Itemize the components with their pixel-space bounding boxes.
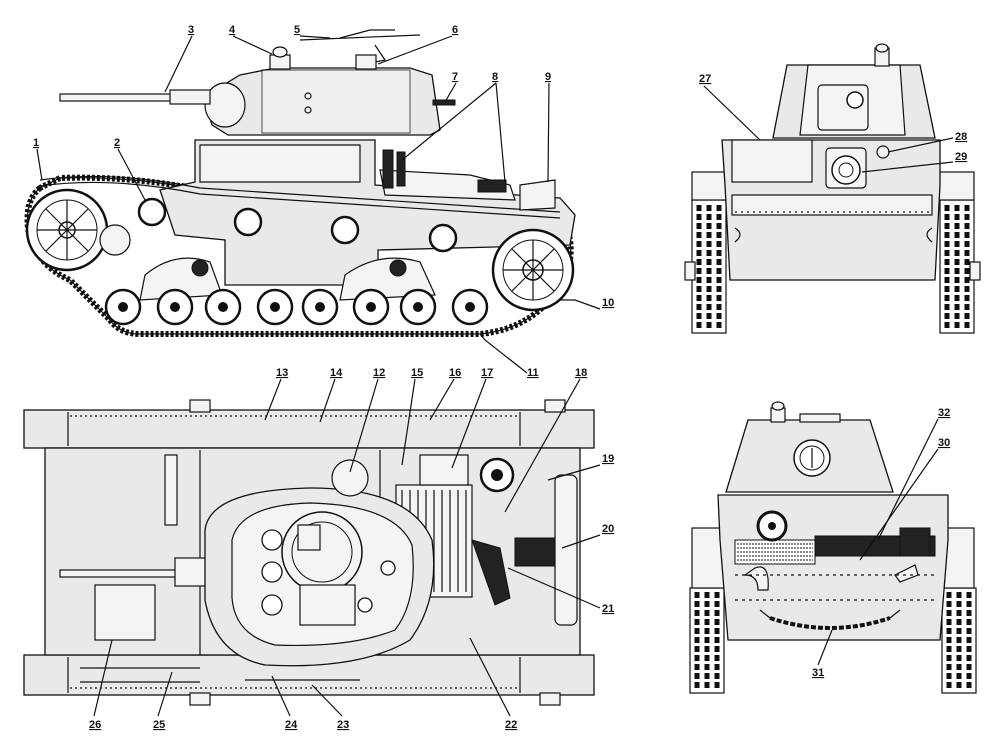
callout-16: 16 xyxy=(449,367,461,379)
front-left-track xyxy=(691,199,727,334)
top-view xyxy=(23,399,595,706)
callout-18: 18 xyxy=(575,367,587,379)
top-upper-track xyxy=(23,409,595,449)
callout-26: 26 xyxy=(89,719,101,731)
callout-11: 11 xyxy=(527,367,539,379)
callout-3: 3 xyxy=(188,24,194,36)
callout-28: 28 xyxy=(955,131,967,143)
callout-32: 32 xyxy=(938,407,950,419)
towing-chain xyxy=(769,616,891,630)
callout-7: 7 xyxy=(452,71,458,83)
callout-23: 23 xyxy=(337,719,349,731)
callout-19: 19 xyxy=(602,453,614,465)
callout-15: 15 xyxy=(411,367,423,379)
callout-17: 17 xyxy=(481,367,493,379)
callout-24: 24 xyxy=(285,719,298,731)
rear-view xyxy=(689,401,977,694)
callout-27: 27 xyxy=(699,73,711,85)
callout-25: 25 xyxy=(153,719,165,731)
side-view xyxy=(24,29,576,337)
callout-22: 22 xyxy=(505,719,517,731)
callout-12: 12 xyxy=(373,367,385,379)
callout-6: 6 xyxy=(452,24,458,36)
callout-14: 14 xyxy=(330,367,343,379)
callout-5: 5 xyxy=(294,24,300,36)
callout-30: 30 xyxy=(938,437,950,449)
callout-4: 4 xyxy=(229,24,236,36)
callout-21: 21 xyxy=(602,603,614,615)
callout-9: 9 xyxy=(545,71,551,83)
callout-8: 8 xyxy=(492,71,498,83)
commander-hatch xyxy=(281,511,363,593)
front-view xyxy=(684,43,981,334)
side-road-wheels xyxy=(104,288,489,326)
callout-20: 20 xyxy=(602,523,614,535)
callout-2: 2 xyxy=(114,137,120,149)
callout-31: 31 xyxy=(812,667,824,679)
callout-10: 10 xyxy=(602,297,614,309)
callout-1: 1 xyxy=(33,137,39,149)
callouts: 1 2 3 4 5 6 7 8 9 10 11 12 13 xyxy=(33,24,967,731)
callout-13: 13 xyxy=(276,367,288,379)
callout-29: 29 xyxy=(955,151,967,163)
